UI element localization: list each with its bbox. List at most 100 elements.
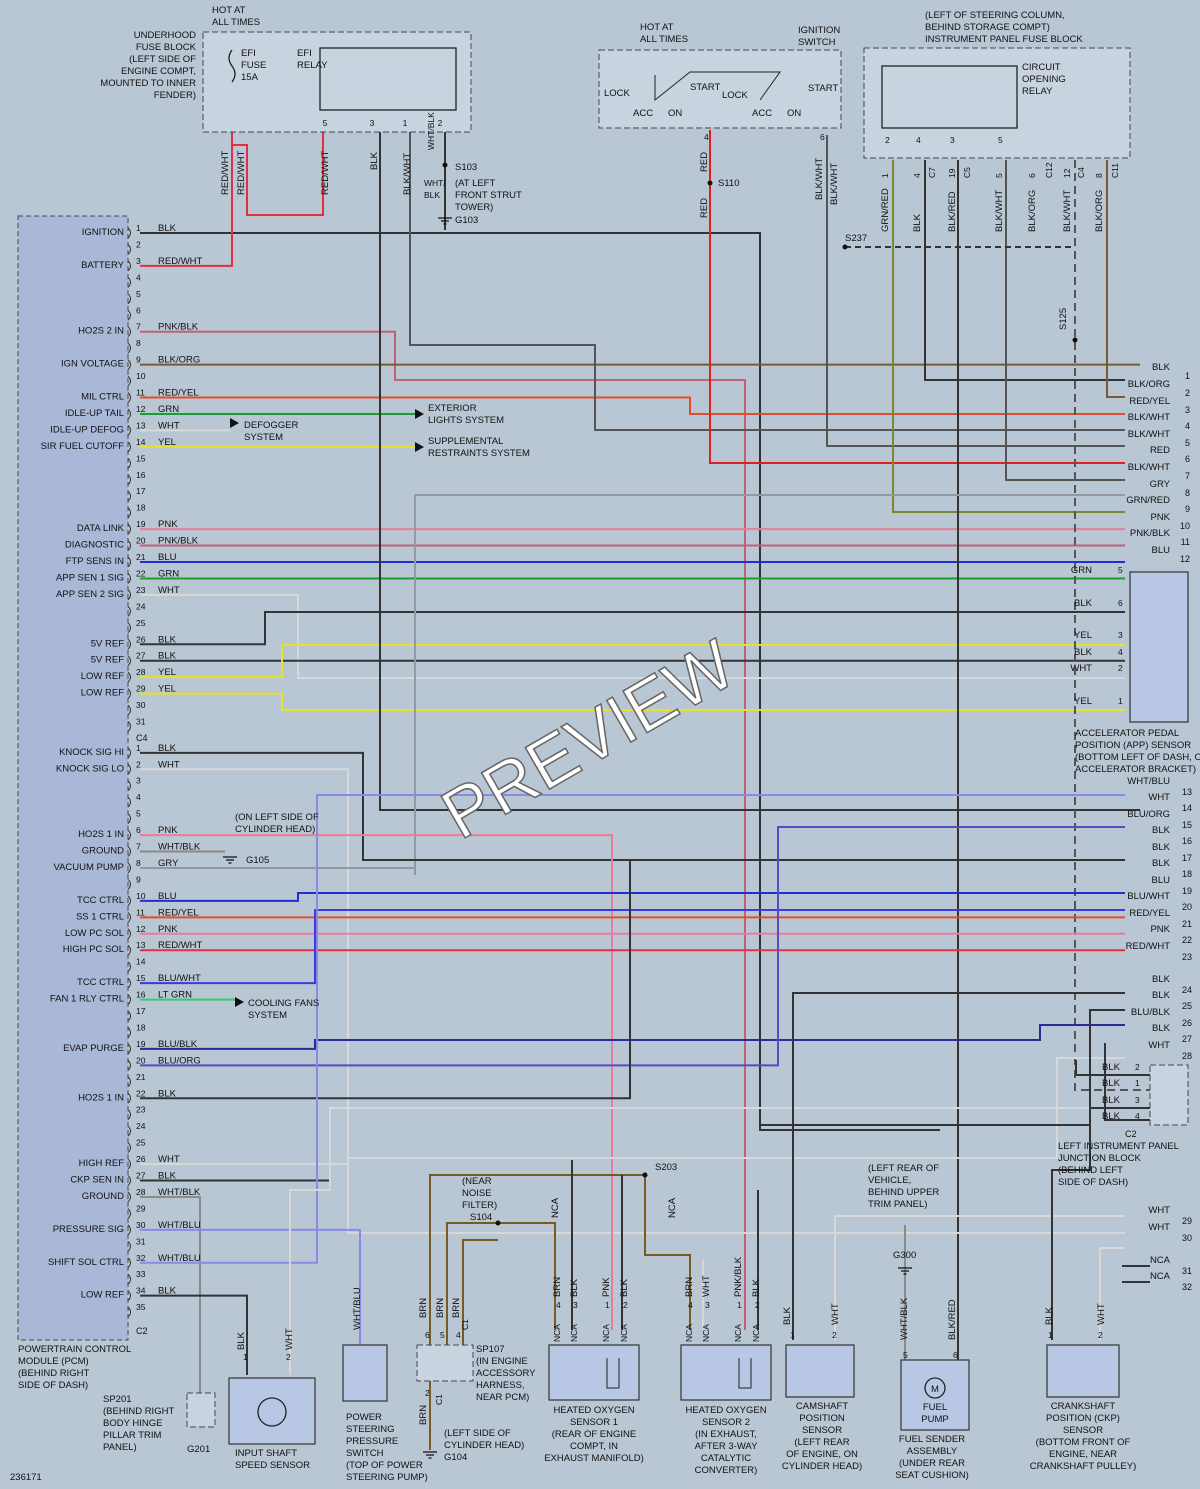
pcm-pin-label: FTP SENS IN bbox=[66, 556, 125, 567]
ho2s2-wire: BLK bbox=[751, 1278, 762, 1297]
right-wire-label: BLK bbox=[1152, 825, 1171, 836]
connector-pin-icon bbox=[127, 556, 131, 568]
ho2s2-nca: NCA bbox=[684, 1324, 694, 1342]
right-pin-number: 8 bbox=[1185, 488, 1190, 498]
pcm-pin-wire-color: BLK bbox=[158, 1088, 177, 1099]
pcm-pin-wire-color: GRY bbox=[158, 858, 179, 869]
right-wire-label: PNK/BLK bbox=[1130, 528, 1171, 539]
pcm-pin-wire-color: BLK bbox=[158, 1286, 177, 1297]
fuel-pin: 5 bbox=[903, 1350, 908, 1360]
ip-fuse-bottom-pin: C4 bbox=[1076, 167, 1086, 178]
pcm-pin-number: 10 bbox=[136, 371, 146, 381]
pcm-pin-number: 2 bbox=[136, 759, 141, 769]
wire-ground-sp201 bbox=[140, 1195, 201, 1395]
pcm-pin-wire-color: YEL bbox=[158, 684, 176, 695]
app-sensor-wire-label: BLK bbox=[1074, 647, 1093, 658]
pcm-pin-wire-color: WHT/BLK bbox=[158, 1187, 201, 1198]
pcm-pin-label: DIAGNOSTIC bbox=[65, 540, 124, 551]
underhood-wire-label: BLK bbox=[424, 190, 440, 200]
ho2s2-nca: NCA bbox=[751, 1324, 761, 1342]
sp201-label: BODY HINGE bbox=[103, 1418, 162, 1429]
wire-junction-blk bbox=[760, 1100, 1091, 1126]
sp107-label: (IN ENGINE bbox=[476, 1356, 528, 1367]
connector-c2-label: C2 bbox=[136, 1326, 148, 1336]
pcm-pin-number: 4 bbox=[136, 792, 141, 802]
motor-letter: M bbox=[931, 1384, 939, 1395]
right-pin-number: 32 bbox=[1182, 1282, 1192, 1292]
sp107-label: ACCESSORY bbox=[476, 1368, 536, 1379]
ho2s1-pin: 1 bbox=[605, 1300, 610, 1310]
connector-pin-icon bbox=[127, 813, 131, 824]
pcm-pin-wire-color: BLK/ORG bbox=[158, 355, 200, 366]
pcm-pin-wire-color: BLK bbox=[158, 223, 177, 234]
pcm-pin-number: 7 bbox=[136, 842, 141, 852]
pcm-pin-number: 26 bbox=[136, 634, 146, 644]
ip-fuse-bottom-wire: GRN/RED bbox=[880, 188, 891, 232]
pcm-pin-number: 29 bbox=[136, 684, 146, 694]
underhood-pin-number: 1 bbox=[403, 118, 408, 128]
defogger-arrow-icon bbox=[230, 418, 239, 428]
pcm-pin-label: MIL CTRL bbox=[81, 392, 124, 403]
ps-switch-box bbox=[342, 1344, 388, 1402]
g105-ground-icon bbox=[223, 856, 237, 864]
pcm-pin-number: 9 bbox=[136, 874, 141, 884]
right-pin-number: 2 bbox=[1185, 388, 1190, 398]
ip-fuse-bottom-wire: BLK bbox=[912, 213, 923, 232]
wire-ckp-wht bbox=[1099, 1247, 1125, 1340]
pcm-pin-number: 32 bbox=[136, 1253, 146, 1263]
ckp-wire: BLK bbox=[1044, 1306, 1055, 1325]
sp201-box bbox=[186, 1392, 216, 1428]
ip-fuse-bottom-wire: BLK/ORG bbox=[1027, 190, 1038, 232]
wires-layer bbox=[140, 40, 1150, 1450]
pcm-pin-label: APP SEN 2 SIG bbox=[56, 589, 124, 600]
pcm-pin-label: SIR FUEL CUTOFF bbox=[41, 441, 125, 452]
connector-pin-icon bbox=[127, 829, 131, 841]
ho2s1-pin: 4 bbox=[556, 1300, 561, 1310]
connector-pin-icon bbox=[127, 1273, 131, 1285]
motor-icon bbox=[924, 1377, 946, 1399]
pcm-pin-wire-color: BLU/ORG bbox=[158, 1055, 201, 1066]
right-pin-number: 6 bbox=[1185, 454, 1190, 464]
pcm-pin-number: 11 bbox=[136, 907, 145, 917]
pcm-pin-number: 26 bbox=[136, 1154, 146, 1164]
connector-pin-icon bbox=[127, 911, 131, 923]
g300-label: G300 bbox=[893, 1250, 916, 1261]
wire-brn-s104 bbox=[446, 1222, 556, 1345]
gear-icon bbox=[257, 1397, 287, 1427]
sp107-label: HARNESS, bbox=[476, 1380, 525, 1391]
ho2s1-label: EXHAUST MANIFOLD) bbox=[544, 1453, 644, 1464]
right-wire-label: BLU/WHT bbox=[1127, 891, 1170, 902]
underhood-hot-label: ALL TIMES bbox=[212, 17, 260, 28]
s103-location: (AT LEFT bbox=[455, 178, 495, 189]
wire-pressure-sig bbox=[140, 1228, 361, 1345]
connector-pin-icon bbox=[127, 671, 131, 683]
connector-pin-icon bbox=[127, 895, 131, 907]
junction-pin-number: 1 bbox=[1135, 1078, 1140, 1088]
pcm-pin-number: 19 bbox=[136, 1039, 146, 1049]
underhood-location-label: MOUNTED TO INNER bbox=[100, 78, 196, 89]
circuit-opening-relay-label: RELAY bbox=[1022, 86, 1053, 97]
ho2s2-nca: NCA bbox=[701, 1324, 711, 1342]
ckp-label: CRANKSHAFT bbox=[1051, 1401, 1116, 1412]
ip-fuse-bottom-pin: 1 bbox=[880, 173, 890, 178]
right-pin-number: 10 bbox=[1180, 521, 1190, 531]
efi-fuse-label: FUSE bbox=[241, 60, 266, 71]
g105-note: CYLINDER HEAD) bbox=[235, 824, 315, 835]
ckp-pin: 2 bbox=[1098, 1330, 1103, 1340]
ip-fuse-bottom-pin: 4 bbox=[912, 173, 922, 178]
ignition-position-label: ACC bbox=[633, 108, 653, 119]
wire-ipfb-blk-wht bbox=[1005, 160, 1125, 481]
wire-efi-relay-pin3 bbox=[379, 120, 1140, 811]
s104-label: S104 bbox=[470, 1212, 492, 1223]
ip-fuse-bottom-pin: 6 bbox=[1027, 173, 1037, 178]
junction-block-label: SIDE OF DASH) bbox=[1058, 1177, 1128, 1188]
app-sensor-pin-number: 1 bbox=[1118, 696, 1123, 706]
pcm-pin-label: LOW REF bbox=[81, 671, 124, 682]
cmp-pin: 1 bbox=[790, 1330, 795, 1340]
pcm-pin-label: TCC CTRL bbox=[77, 895, 124, 906]
g104-label: G104 bbox=[444, 1452, 467, 1463]
underhood-wire-label: WHT/ bbox=[424, 178, 446, 188]
underhood-wire-label: BLK bbox=[369, 151, 380, 170]
right-wire-label: RED/YEL bbox=[1129, 396, 1170, 407]
pcm-pin-wire-color: RED/YEL bbox=[158, 907, 199, 918]
